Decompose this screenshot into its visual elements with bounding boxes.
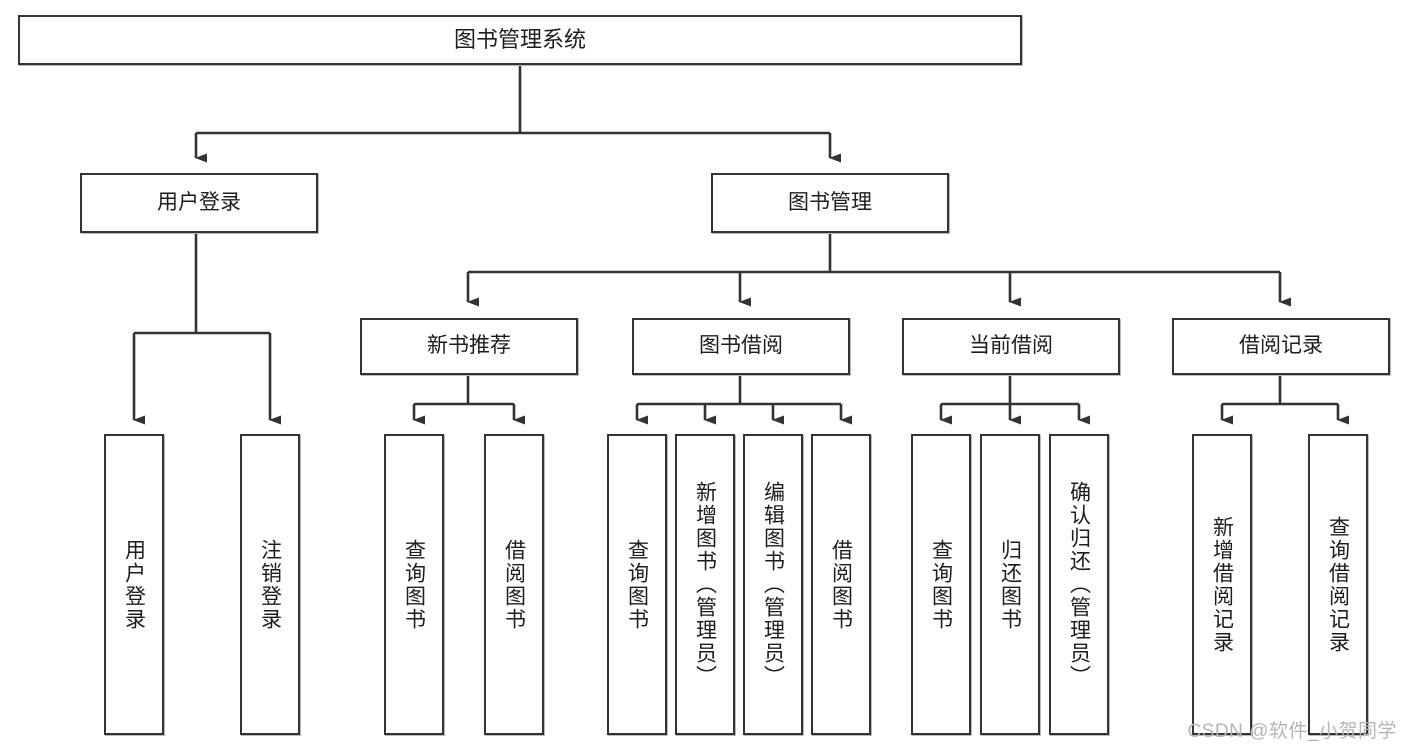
node-root-system[interactable]: 图书管理系统 <box>18 15 1022 65</box>
node-label: 注销登录 <box>258 538 282 631</box>
leaf-borrow-record-add-record[interactable]: 新增借阅记录 <box>1192 434 1252 735</box>
node-label: 查询图书 <box>402 538 426 631</box>
node-label: 新增图书（管理员） <box>693 481 717 688</box>
node-user-login[interactable]: 用户登录 <box>80 173 318 233</box>
watermark: CSDN @软件_小贺同学 <box>1187 721 1397 742</box>
node-label: 图书管理系统 <box>453 27 586 53</box>
leaf-user-login-login[interactable]: 用户登录 <box>104 434 164 735</box>
node-label: 借阅图书 <box>829 538 853 631</box>
leaf-book-borrow-query-book[interactable]: 查询图书 <box>607 434 667 735</box>
leaf-new-book-borrow-book[interactable]: 借阅图书 <box>484 434 544 735</box>
node-label: 编辑图书（管理员） <box>761 481 785 688</box>
node-label: 查询图书 <box>625 538 649 631</box>
node-label: 新增借阅记录 <box>1210 515 1234 654</box>
node-label: 图书管理 <box>788 190 872 214</box>
leaf-current-borrow-confirm-return[interactable]: 确认归还（管理员） <box>1049 434 1109 735</box>
leaf-user-login-logout[interactable]: 注销登录 <box>240 434 300 735</box>
leaf-book-borrow-borrow-book[interactable]: 借阅图书 <box>811 434 871 735</box>
leaf-current-borrow-query-book[interactable]: 查询图书 <box>911 434 971 735</box>
node-label: 借阅图书 <box>502 538 526 631</box>
node-book-borrow[interactable]: 图书借阅 <box>632 318 850 375</box>
node-label: 查询图书 <box>929 538 953 631</box>
leaf-book-borrow-add-book[interactable]: 新增图书（管理员） <box>675 434 735 735</box>
node-label: 归还图书 <box>998 538 1022 631</box>
node-label: 用户登录 <box>157 190 241 214</box>
leaf-book-borrow-edit-book[interactable]: 编辑图书（管理员） <box>743 434 803 735</box>
node-book-management[interactable]: 图书管理 <box>711 173 949 233</box>
node-label: 用户登录 <box>122 538 146 631</box>
node-label: 新书推荐 <box>427 334 511 358</box>
leaf-new-book-query-book[interactable]: 查询图书 <box>384 434 444 735</box>
node-label: 当前借阅 <box>969 334 1053 358</box>
node-borrow-record[interactable]: 借阅记录 <box>1172 318 1390 375</box>
node-new-book-recommend[interactable]: 新书推荐 <box>360 318 578 375</box>
node-label: 确认归还（管理员） <box>1067 481 1091 688</box>
leaf-current-borrow-return-book[interactable]: 归还图书 <box>980 434 1040 735</box>
leaf-borrow-record-query-record[interactable]: 查询借阅记录 <box>1308 434 1368 735</box>
node-label: 借阅记录 <box>1239 334 1323 358</box>
node-label: 图书借阅 <box>699 334 783 358</box>
node-label: 查询借阅记录 <box>1326 515 1350 654</box>
node-current-borrow[interactable]: 当前借阅 <box>902 318 1120 375</box>
